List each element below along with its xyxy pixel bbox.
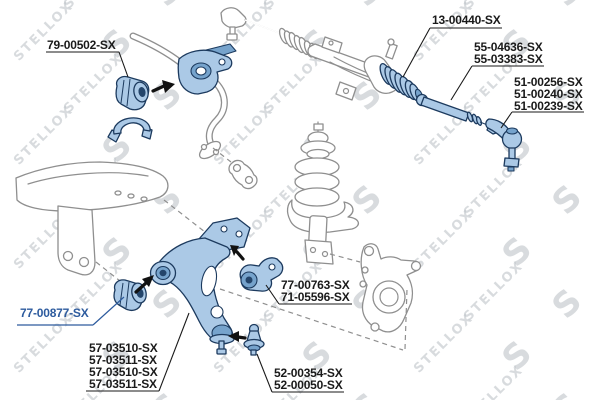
label-steering-rack: 13-00440-SX xyxy=(432,13,501,27)
label-arm-bracket-1: 77-00763-SX xyxy=(281,278,350,292)
label-leader-lines xyxy=(17,27,584,393)
stabilizer-bushing-part xyxy=(115,75,150,111)
arrow-to-ball-joint-icon xyxy=(228,331,247,342)
stabilizer-bar-drawing xyxy=(129,32,258,190)
label-boot-kit-2: 55-03383-SX xyxy=(474,52,543,66)
label-control-arm-2: 57-03511-SX xyxy=(89,353,157,367)
label-arm-bushing-link[interactable]: 77-00877-SX xyxy=(20,306,89,320)
label-control-arm-1: 57-03510-SX xyxy=(89,341,158,355)
label-stabilizer-bushing: 79-00502-SX xyxy=(47,38,116,52)
label-ball-joint-2: 52-00050-SX xyxy=(274,378,343,392)
arrow-to-arm-bracket-icon xyxy=(230,245,245,261)
control-arm-bracket-part xyxy=(239,257,284,292)
inner-tie-rod-part xyxy=(415,93,500,135)
label-tie-rod-end-2: 51-00240-SX xyxy=(514,87,583,101)
tie-rod-end-part xyxy=(485,118,523,172)
stabilizer-clamp-part xyxy=(177,43,237,95)
arm-bushing-part xyxy=(113,279,147,311)
label-tie-rod-end-3: 51-00239-SX xyxy=(514,99,583,113)
label-ball-joint-1: 52-00354-SX xyxy=(274,366,343,380)
assembly-arrows xyxy=(134,80,247,342)
strut-spring-drawing xyxy=(286,121,359,265)
arrow-to-arm-eye-icon xyxy=(134,275,154,294)
steering-rack-drawing xyxy=(220,7,399,101)
arrow-to-clamp-icon xyxy=(151,80,175,93)
subframe-drawing xyxy=(15,161,169,276)
control-arm-part xyxy=(149,217,251,355)
label-arm-bracket-2: 71-05596-SX xyxy=(281,290,350,304)
steering-knuckle-drawing xyxy=(359,243,422,333)
label-boot-kit-1: 55-04636-SX xyxy=(474,40,543,54)
ball-joint-part xyxy=(243,323,265,356)
label-control-arm-3: 57-03510-SX xyxy=(89,365,158,379)
label-tie-rod-end-1: 51-00256-SX xyxy=(514,75,583,89)
stabilizer-bracket-part xyxy=(107,117,153,143)
label-control-arm-4: 57-03511-SX xyxy=(89,377,157,391)
